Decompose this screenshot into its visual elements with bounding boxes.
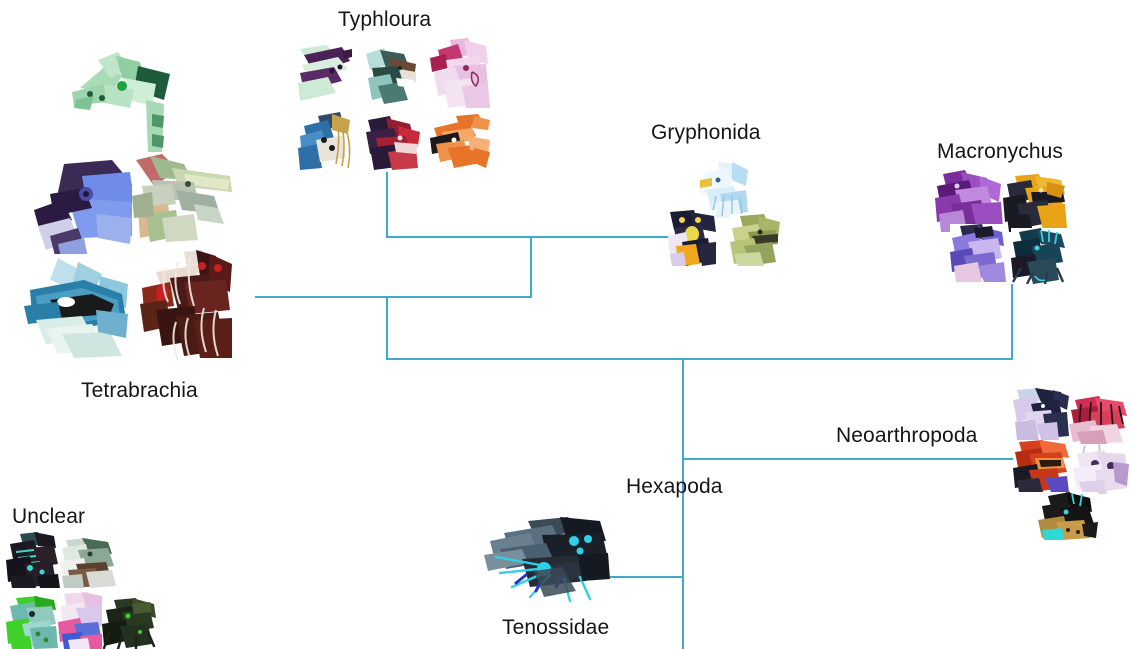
branch-neoarthropoda-bar (683, 458, 1014, 460)
branch-typhloura-gryphonida-bar (386, 236, 672, 238)
thumbnail-neoarthropoda-1 (1013, 388, 1069, 440)
thumbnail-typhloura-6 (428, 114, 490, 170)
branch-tetrabrachia-bar (255, 296, 532, 298)
thumbnail-macronychus-3 (950, 224, 1006, 282)
thumbnail-gryphonida-1 (698, 160, 750, 218)
thumbnail-gryphonida-2 (668, 210, 716, 266)
thumbnail-unclear-1 (6, 532, 62, 588)
thumbnail-unclear-5 (102, 598, 156, 649)
thumbnail-tetrabrachia-1 (60, 48, 175, 156)
branch-upper-clade-stem (386, 297, 388, 360)
clade-label-macronychus: Macronychus (937, 140, 1063, 163)
thumbnail-tetrabrachia-3 (132, 152, 234, 244)
thumbnail-tenossidae-1 (482, 515, 610, 605)
thumbnail-unclear-4 (58, 592, 104, 649)
thumbnail-tetrabrachia-5 (136, 248, 234, 360)
thumbnail-neoarthropoda-2 (1069, 396, 1129, 444)
branch-deep-node-bar (386, 358, 1013, 360)
thumbnail-neoarthropoda-5 (1038, 492, 1098, 540)
thumbnail-tetrabrachia-4 (22, 254, 134, 358)
branch-typhloura-stem (386, 172, 388, 238)
thumbnail-gryphonida-3 (730, 214, 782, 266)
clade-label-neoarthropoda: Neoarthropoda (836, 424, 978, 447)
thumbnail-neoarthropoda-4 (1069, 444, 1129, 494)
thumbnail-neoarthropoda-3 (1013, 440, 1069, 492)
thumbnail-typhloura-3 (428, 38, 490, 108)
thumbnail-typhloura-4 (298, 112, 356, 170)
thumbnail-typhloura-5 (364, 116, 420, 170)
thumbnail-macronychus-4 (1011, 228, 1067, 284)
thumbnail-typhloura-1 (298, 43, 354, 103)
branch-gryphonida-to-node (530, 237, 532, 298)
clade-label-hexapoda: Hexapoda (626, 475, 723, 498)
thumbnail-unclear-3 (6, 596, 60, 649)
thumbnail-macronychus-1 (935, 170, 1003, 232)
thumbnail-typhloura-2 (364, 46, 418, 104)
clade-label-gryphonida: Gryphonida (651, 121, 761, 144)
clade-label-unclear: Unclear (12, 505, 86, 528)
thumbnail-tetrabrachia-2 (28, 158, 136, 264)
branch-tenossidae-bar (610, 576, 684, 578)
clade-label-tenossidae: Tenossidae (502, 616, 610, 639)
clade-label-typhloura: Typhloura (338, 8, 432, 31)
thumbnail-unclear-2 (60, 538, 116, 588)
clade-label-tetrabrachia: Tetrabrachia (81, 379, 198, 402)
branch-hexapoda-stem (682, 359, 684, 649)
branch-macronychus-stem (1011, 272, 1013, 360)
thumbnail-macronychus-2 (1003, 174, 1067, 232)
